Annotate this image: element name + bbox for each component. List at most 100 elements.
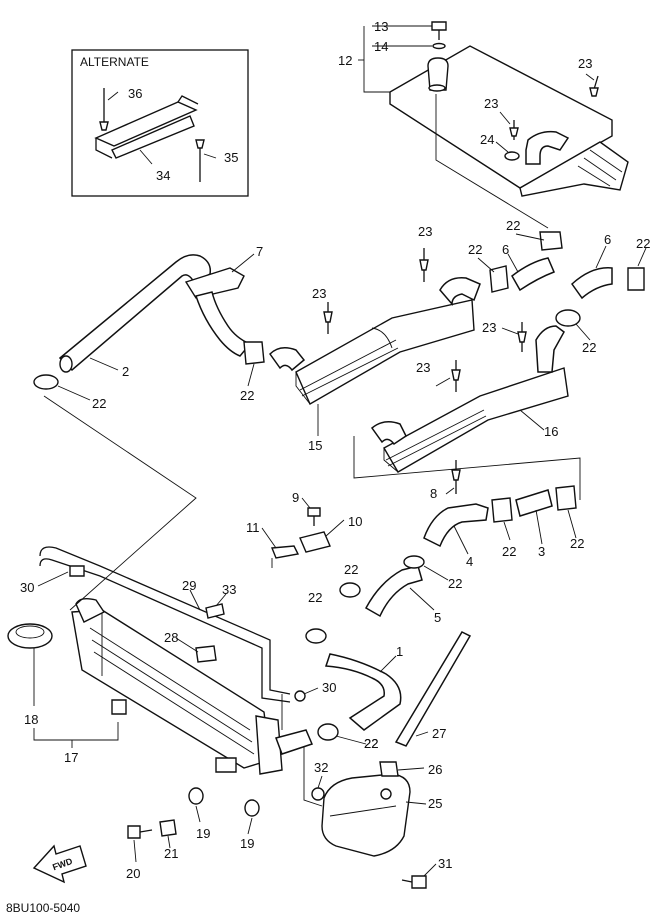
callout-29: 29 (182, 578, 196, 593)
callout-22: 22 (448, 576, 462, 591)
callout-21: 21 (164, 846, 178, 861)
bolt-31 (401, 875, 427, 889)
callout-14: 14 (374, 39, 388, 54)
hose-6-right (571, 267, 645, 300)
callout-22: 22 (344, 562, 358, 577)
hose-5 (364, 565, 423, 618)
clamp-22-3 (555, 485, 577, 511)
hose-27 (394, 631, 472, 747)
clamp-22-left (33, 374, 59, 390)
callout-3: 3 (538, 544, 545, 559)
bracket-7 (184, 267, 245, 299)
callout-22: 22 (364, 736, 378, 751)
bolt-9 (307, 507, 321, 526)
callout-22: 22 (570, 536, 584, 551)
callout-24: 24 (480, 132, 494, 147)
route-line-top (435, 94, 549, 229)
hose-1 (324, 653, 402, 731)
rivet-23-lower-a (517, 322, 527, 352)
callout-13: 13 (374, 19, 388, 34)
callout-33: 33 (222, 582, 236, 597)
callout-32: 32 (314, 760, 328, 775)
elbow-fitting (525, 130, 570, 165)
bolt-36 (99, 88, 109, 131)
route-line-left (43, 395, 197, 611)
callout-6: 6 (604, 232, 611, 247)
rivet-23-lower-b (451, 360, 461, 392)
callout-19: 19 (240, 836, 254, 851)
callout-2: 2 (122, 364, 129, 379)
filler-neck (427, 57, 449, 92)
clip-28 (195, 645, 217, 663)
callout-23: 23 (418, 224, 432, 239)
callout-4: 4 (466, 554, 473, 569)
exchanger-16 (370, 325, 569, 473)
clamp-22-top (539, 231, 563, 251)
callout-labels: 13 14 12 23 23 24 36 35 34 2 7 22 23 22 … (20, 19, 650, 881)
cap-18 (7, 623, 53, 649)
pipe-2 (58, 254, 212, 373)
callout-1: 1 (396, 644, 403, 659)
bolt-13 (431, 21, 447, 40)
callout-23: 23 (482, 320, 496, 335)
callout-23: 23 (484, 96, 498, 111)
radiator-cover (389, 45, 629, 197)
leader-lines (33, 25, 647, 877)
callout-20: 20 (126, 866, 140, 881)
callout-23: 23 (312, 286, 326, 301)
callout-22: 22 (636, 236, 650, 251)
cap-26 (379, 761, 399, 777)
elbow-4 (423, 503, 489, 548)
drawing-code: 8BU100-5040 (6, 901, 80, 915)
exchanger-15 (269, 277, 481, 405)
callout-7: 7 (256, 244, 263, 259)
grommet-19a (188, 787, 204, 805)
bracket-10 (299, 531, 331, 553)
grommet-24 (504, 151, 520, 161)
callout-18: 18 (24, 712, 38, 727)
callout-23: 23 (416, 360, 430, 375)
alternate-inset: ALTERNATE (71, 49, 249, 197)
bracket-line-16 (353, 436, 581, 500)
callout-12: 12 (338, 53, 352, 68)
hose-22-elbow (195, 291, 265, 365)
callout-22: 22 (92, 396, 106, 411)
callout-34: 34 (156, 168, 170, 183)
callout-17: 17 (64, 750, 78, 765)
callout-8: 8 (430, 486, 437, 501)
callout-28: 28 (164, 630, 178, 645)
clip-30-bottom (294, 690, 306, 702)
reservoir-25 (303, 746, 411, 857)
clamp-22-right (555, 309, 581, 327)
radiator-17 (71, 597, 314, 775)
alternate-label: ALTERNATE (80, 55, 149, 69)
callout-36: 36 (128, 86, 142, 101)
callout-26: 26 (428, 762, 442, 777)
clip-30-top (69, 565, 85, 577)
clamp-22-4a (491, 497, 513, 523)
fwd-arrow-icon: FWD (32, 844, 87, 884)
clamp-22-mid2 (305, 628, 327, 644)
callout-22: 22 (308, 590, 322, 605)
callout-22: 22 (582, 340, 596, 355)
fitting-11 (271, 545, 300, 568)
callout-22: 22 (240, 388, 254, 403)
callout-25: 25 (428, 796, 442, 811)
hose-6-left (489, 257, 555, 293)
callout-22: 22 (468, 242, 482, 257)
grommet-19b (244, 799, 260, 817)
rivet-23-mid-b (323, 302, 333, 334)
callout-30: 30 (20, 580, 34, 595)
bolt-20 (127, 825, 153, 839)
callout-15: 15 (308, 438, 322, 453)
callout-31: 31 (438, 856, 452, 871)
bracket-34 (94, 95, 199, 159)
callout-19: 19 (196, 826, 210, 841)
clamp-22-mid (339, 582, 361, 598)
callout-22: 22 (506, 218, 520, 233)
callout-16: 16 (544, 424, 558, 439)
callout-30: 30 (322, 680, 336, 695)
clip-33 (205, 603, 225, 619)
rivet-23-cover (509, 120, 519, 140)
